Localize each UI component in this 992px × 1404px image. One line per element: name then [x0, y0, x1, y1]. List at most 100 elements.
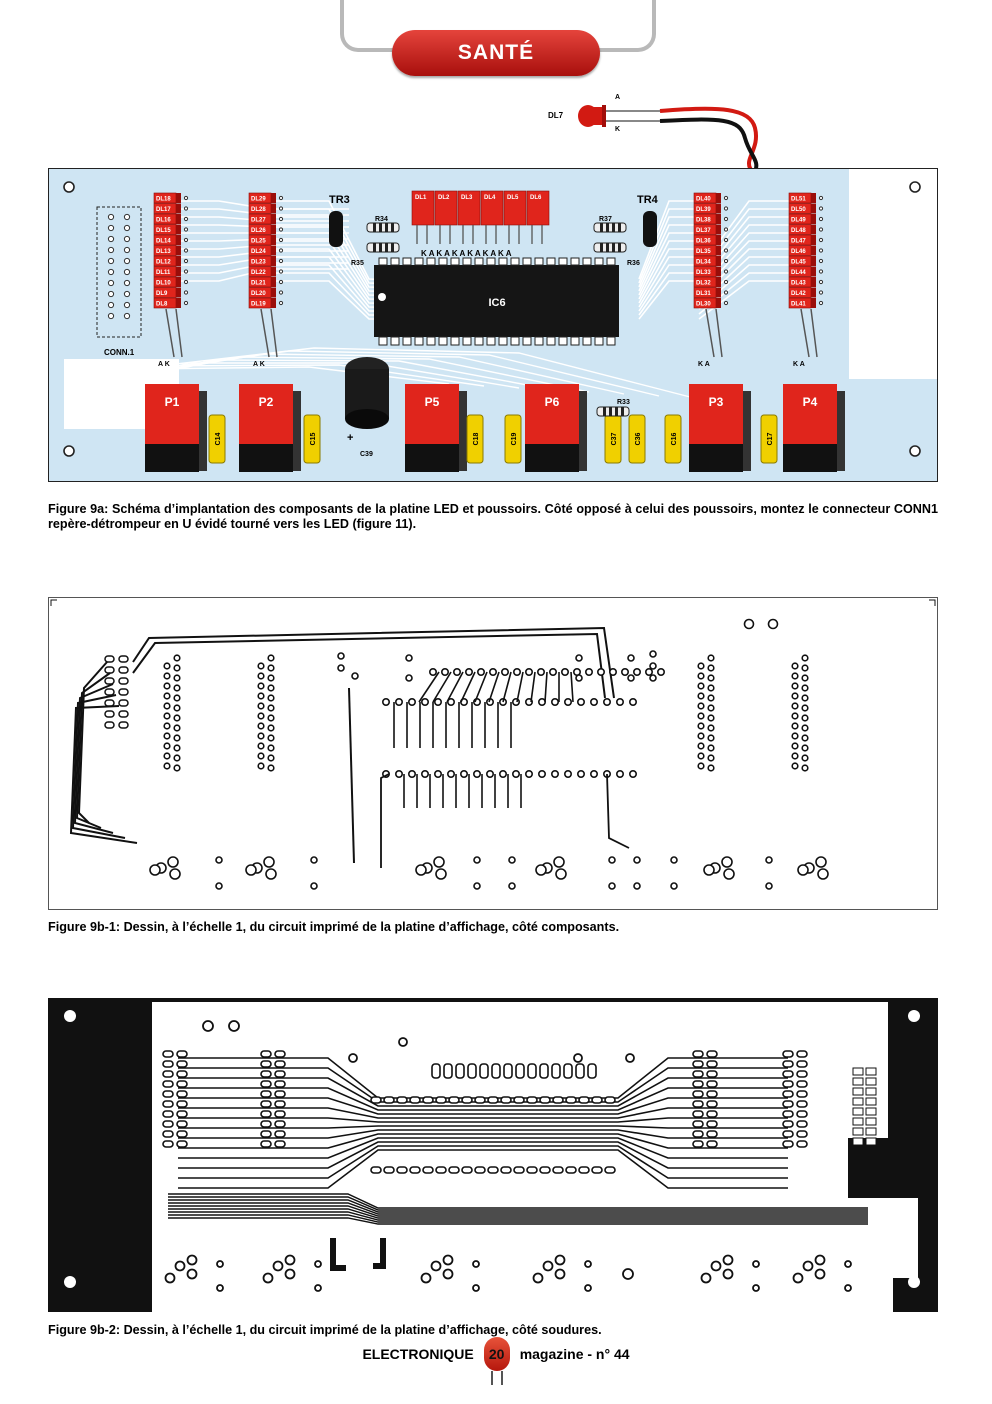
- button-side: [743, 391, 751, 471]
- ic6-pin: [486, 336, 496, 346]
- pad: [267, 724, 275, 732]
- trace: [168, 1217, 868, 1225]
- pad: [162, 1110, 174, 1118]
- cap-c17: [760, 414, 778, 464]
- corner-mark: [929, 599, 936, 606]
- led-pad: [723, 237, 729, 243]
- pad: [555, 868, 567, 880]
- led-column-pins: K A: [793, 361, 805, 368]
- pad: [163, 692, 171, 700]
- ic6-pin: [534, 336, 544, 346]
- led-side: [811, 245, 816, 256]
- pad: [649, 662, 657, 670]
- band: [373, 223, 376, 232]
- lead: [260, 308, 270, 358]
- led-pad: [278, 206, 284, 211]
- led-label-dl4: DL4: [484, 195, 496, 201]
- pad: [697, 762, 705, 770]
- pad: [257, 722, 265, 730]
- pad: [173, 654, 181, 662]
- trace: [148, 350, 660, 397]
- pad: [554, 1268, 566, 1280]
- led-pad: [183, 269, 189, 274]
- pad: [628, 770, 637, 779]
- pad: [265, 868, 277, 880]
- pad: [706, 1090, 718, 1098]
- pad: [405, 674, 413, 682]
- trace: [418, 671, 440, 703]
- button-side: [837, 391, 845, 471]
- pad: [707, 764, 715, 772]
- led-label-dl30: DL30: [696, 302, 711, 308]
- pad: [163, 712, 171, 720]
- band: [606, 223, 609, 232]
- ic6-pin: [594, 336, 604, 346]
- pad: [524, 668, 533, 677]
- pad: [563, 698, 572, 707]
- pad: [284, 1268, 296, 1280]
- pad: [167, 856, 179, 868]
- led-label-dl10: DL10: [156, 281, 171, 287]
- pad: [448, 1096, 460, 1104]
- pad: [431, 1063, 441, 1079]
- trace: [71, 694, 126, 839]
- pad: [215, 882, 223, 890]
- pad: [260, 1140, 272, 1148]
- ic6-pin: [426, 257, 436, 266]
- pad: [149, 864, 161, 876]
- pad: [474, 1166, 486, 1174]
- led-label-dl14: DL14: [156, 239, 171, 245]
- trace: [178, 1149, 788, 1189]
- pad: [473, 856, 481, 864]
- ic6-pin: [546, 336, 556, 346]
- pad: [801, 724, 809, 732]
- pad: [409, 1166, 421, 1174]
- ic6-pin: [498, 257, 508, 266]
- pad: [173, 734, 181, 742]
- ic6-pin: [522, 336, 532, 346]
- band: [618, 243, 621, 252]
- resistor-r33: [596, 406, 630, 417]
- ic6-pin: [378, 336, 388, 346]
- pad: [649, 650, 657, 658]
- connector-pad: [118, 710, 129, 718]
- pad: [467, 1063, 477, 1079]
- led-pad: [723, 216, 729, 222]
- ic6-pin: [378, 257, 388, 266]
- pad: [622, 1268, 634, 1280]
- pad: [550, 770, 559, 779]
- pad: [697, 712, 705, 720]
- pad: [791, 692, 799, 700]
- led-dl1: [411, 190, 435, 226]
- pad: [553, 856, 565, 868]
- lead: [800, 308, 810, 358]
- pad: [162, 1090, 174, 1098]
- lead: [715, 308, 723, 358]
- pad: [310, 882, 318, 890]
- pad: [565, 1166, 577, 1174]
- trace: [570, 671, 574, 703]
- pad: [697, 692, 705, 700]
- pad: [262, 1272, 274, 1284]
- pad: [370, 1096, 382, 1104]
- cap-label-c36: C36: [635, 432, 642, 445]
- pad: [602, 698, 611, 707]
- cap-label-c15: C15: [310, 432, 317, 445]
- mounting-hole: [908, 1010, 920, 1022]
- led-pad: [818, 290, 824, 295]
- pad: [573, 1053, 583, 1063]
- led-label-dl24: DL24: [251, 249, 266, 255]
- led-pad: [278, 216, 284, 222]
- pad: [532, 1272, 544, 1284]
- led-pad: [723, 248, 729, 253]
- pad: [257, 692, 265, 700]
- led-pad: [723, 279, 729, 285]
- pad: [782, 1140, 794, 1148]
- cap-c14: [208, 414, 226, 464]
- led-side: [716, 287, 721, 298]
- pad: [649, 674, 657, 682]
- pad: [314, 1284, 322, 1292]
- pad: [176, 1090, 188, 1098]
- pad: [707, 684, 715, 692]
